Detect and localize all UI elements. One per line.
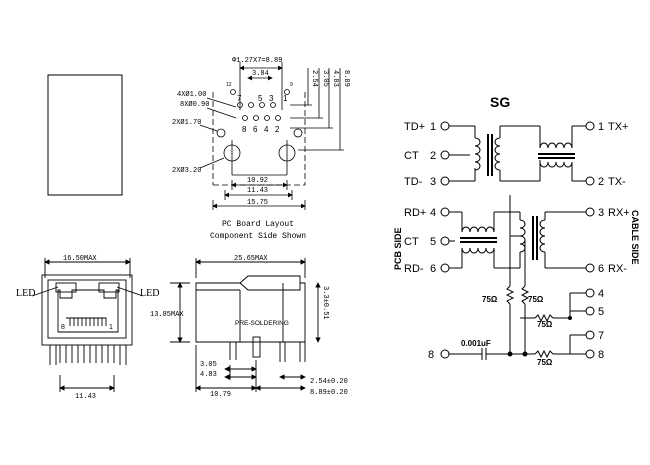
pin-2: 2 bbox=[275, 125, 280, 134]
label-ct-1: CT bbox=[404, 150, 419, 162]
dim-pitch: Ф1.27X7=8.89 bbox=[232, 57, 282, 65]
side-d2: 4.83 bbox=[200, 371, 217, 379]
resistor-4: 75Ω bbox=[537, 358, 553, 367]
label-rd-minus: RD- bbox=[404, 263, 424, 275]
pcb-caption-1: PC Board Layout bbox=[222, 220, 294, 229]
dim-483: 4.83 bbox=[331, 70, 339, 87]
label-rx-minus: RX- bbox=[608, 263, 627, 275]
pin-5: 5 bbox=[258, 94, 263, 103]
front-pitch: 11.43 bbox=[75, 393, 96, 401]
side-length: 25.65MAX bbox=[234, 255, 268, 263]
num-l2: 2 bbox=[430, 150, 436, 162]
pcb-layout bbox=[199, 62, 344, 210]
label-tx-plus: TX+ bbox=[608, 121, 628, 133]
num-r2: 2 bbox=[598, 176, 604, 188]
resistor-1: 75Ω bbox=[482, 295, 498, 304]
num-r3: 3 bbox=[598, 207, 604, 219]
label-tx-minus: TX- bbox=[608, 176, 626, 188]
pcb-caption-2: Component Side Shown bbox=[210, 232, 306, 241]
hole-8x: 8XØ0.90 bbox=[180, 100, 209, 109]
hole-4x: 4XØ1.00 bbox=[177, 90, 206, 99]
pin-8: 8 bbox=[242, 125, 247, 134]
hole-2x-320: 2XØ3.20 bbox=[172, 166, 201, 175]
side-height: 13.85MAX bbox=[150, 311, 184, 319]
pre-soldering-note: PRE-SOLDERING bbox=[235, 320, 289, 327]
num-b7: 7 bbox=[598, 330, 604, 342]
side-d3: 10.79 bbox=[210, 391, 231, 399]
cable-side-label: CABLE SIDE bbox=[630, 210, 640, 265]
num-left-8: 8 bbox=[428, 349, 434, 361]
capacitor: 0.001uF bbox=[461, 339, 491, 348]
label-td-plus: TD+ bbox=[404, 121, 425, 133]
num-b5: 5 bbox=[598, 306, 604, 318]
label-rd-plus: RD+ bbox=[404, 207, 426, 219]
side-standoff: 3.3±0.51 bbox=[321, 286, 329, 320]
front-pin-8: 8 bbox=[61, 324, 65, 331]
hole-2x-170: 2XØ1.70 bbox=[172, 118, 201, 127]
pin-3: 3 bbox=[269, 94, 274, 103]
pin-1: 1 bbox=[283, 94, 288, 103]
label-td-minus: TD- bbox=[404, 176, 423, 188]
front-pin-1: 1 bbox=[109, 324, 113, 331]
dim-1575: 15.75 bbox=[247, 199, 268, 207]
num-l6: 6 bbox=[430, 263, 436, 275]
pin-6: 6 bbox=[253, 125, 258, 134]
num-l3: 3 bbox=[430, 176, 436, 188]
front-view bbox=[31, 258, 144, 392]
resistor-3: 75Ω bbox=[537, 320, 553, 329]
side-d1: 3.05 bbox=[200, 361, 217, 369]
num-l5: 5 bbox=[430, 236, 436, 248]
pin-9: 9 bbox=[290, 82, 293, 88]
num-b4: 4 bbox=[598, 288, 604, 300]
pin-12: 12 bbox=[226, 82, 232, 88]
side-view bbox=[170, 258, 321, 392]
pin-4: 4 bbox=[264, 125, 269, 134]
dim-305: 3.05 bbox=[321, 70, 329, 87]
pin-7: 7 bbox=[237, 94, 242, 103]
top-view-outline bbox=[47, 74, 123, 196]
label-ct-2: CT bbox=[404, 236, 419, 248]
schematic bbox=[440, 121, 595, 360]
led-left: LED bbox=[16, 288, 35, 299]
front-width: 16.50MAX bbox=[63, 255, 97, 263]
num-r6: 6 bbox=[598, 263, 604, 275]
num-l4: 4 bbox=[430, 207, 436, 219]
side-d5: 8.89±0.20 bbox=[310, 389, 348, 397]
dim-384: 3.84 bbox=[252, 70, 269, 78]
dim-1143: 11.43 bbox=[247, 187, 268, 195]
label-rx-plus: RX+ bbox=[608, 207, 630, 219]
side-d4: 2.54±0.20 bbox=[310, 378, 348, 386]
num-b8: 8 bbox=[598, 349, 604, 361]
front-view-text: 16.50MAX LED LED 8 1 11.43 bbox=[16, 255, 159, 401]
pcb-side-label: PCB SIDE bbox=[393, 227, 403, 270]
num-r1: 1 bbox=[598, 121, 604, 133]
dim-889: 8.89 bbox=[342, 70, 350, 87]
dim-1092: 10.92 bbox=[247, 177, 268, 185]
side-view-text: 25.65MAX 13.85MAX 3.3±0.51 PRE-SOLDERING… bbox=[150, 255, 348, 399]
schematic-text: SG TD+ CT TD- RD+ CT RD- 1 2 3 4 5 6 1 2… bbox=[393, 94, 640, 367]
schematic-title: SG bbox=[490, 94, 510, 110]
pcb-layout-text: Ф1.27X7=8.89 3.84 2.54 3.05 4.83 8.89 10… bbox=[172, 57, 350, 241]
num-l1: 1 bbox=[430, 121, 436, 133]
dim-254: 2.54 bbox=[310, 70, 318, 87]
led-right: LED bbox=[140, 288, 159, 299]
resistor-2: 75Ω bbox=[528, 295, 544, 304]
